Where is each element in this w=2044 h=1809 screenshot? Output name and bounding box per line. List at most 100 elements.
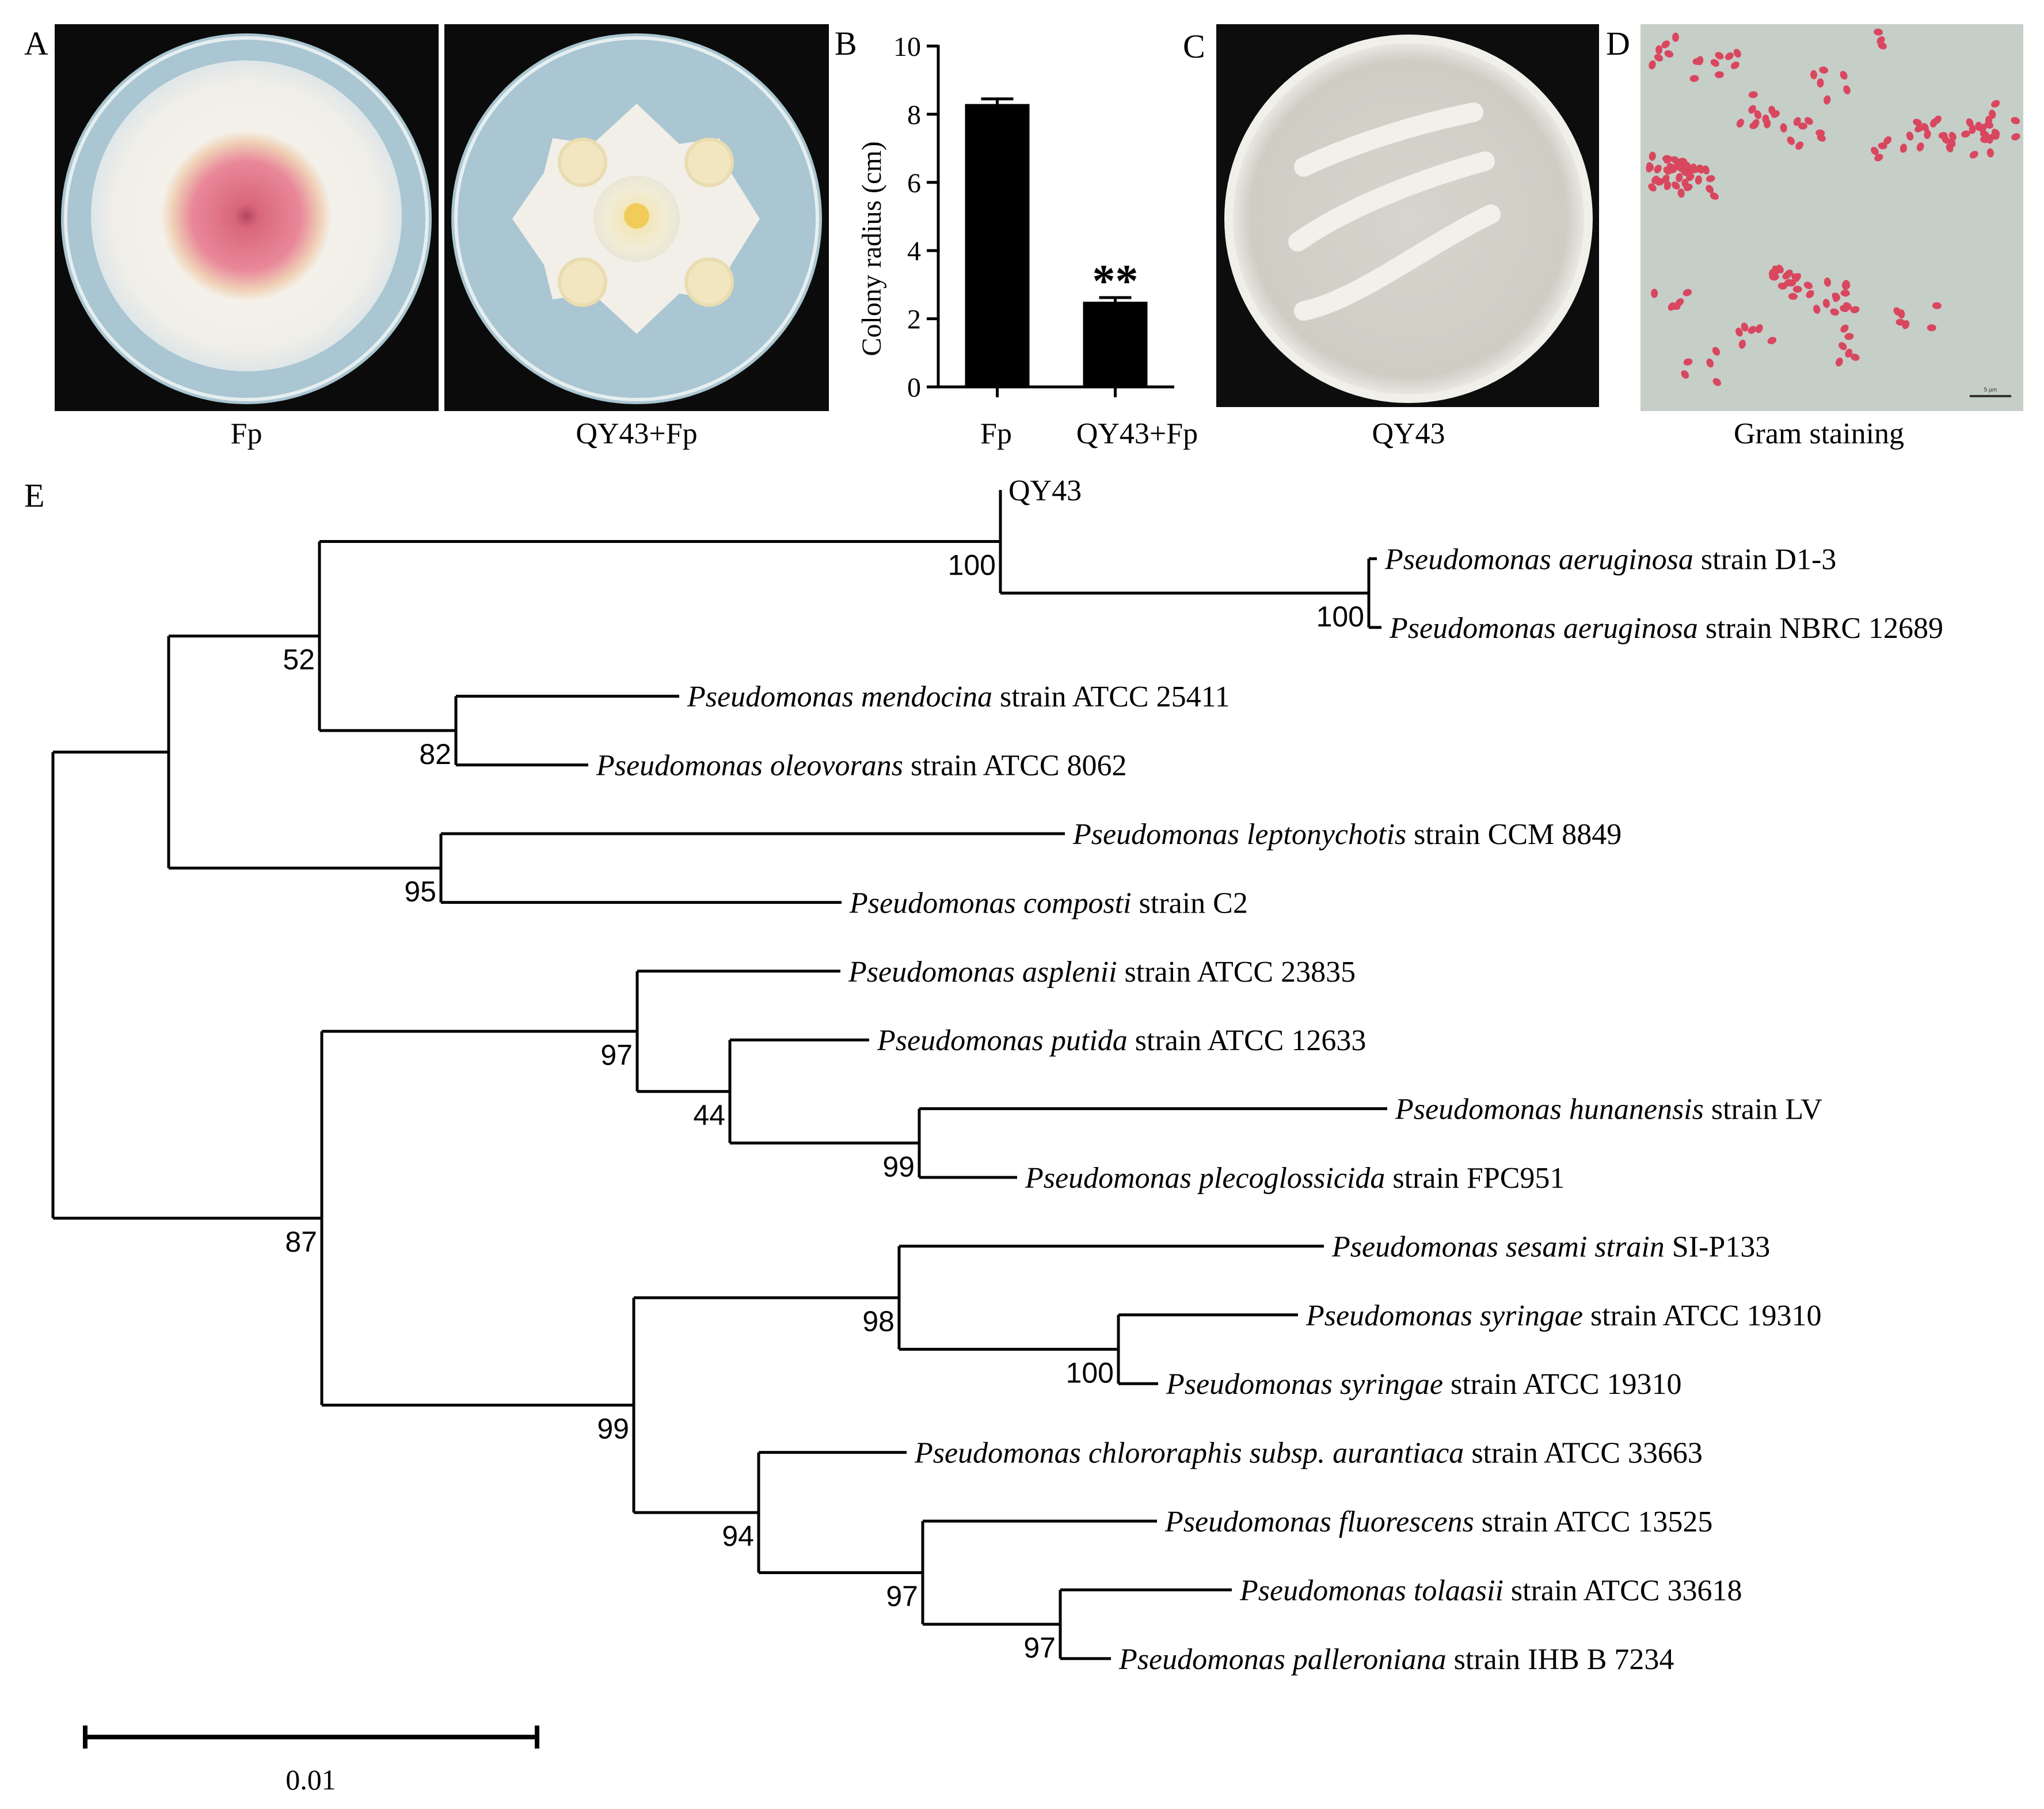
stained-bacteria: [1646, 28, 2020, 386]
bacterium-cell: [1787, 136, 1795, 145]
y-tick-label: 2: [907, 305, 921, 335]
bacterium-cell: [1736, 119, 1744, 128]
bacterium-cell: [1741, 322, 1749, 332]
bacterium-cell: [1725, 52, 1734, 60]
x-tick-label: Fp: [980, 417, 1012, 450]
bacterium-cell: [1712, 347, 1721, 356]
panel-letter-a: A: [24, 25, 48, 62]
bacterium-cell: [1819, 66, 1829, 74]
bootstrap-value: 98: [862, 1305, 895, 1337]
bacterium-cell: [1681, 178, 1689, 188]
bacterium-cell: [1845, 348, 1853, 358]
bacterium-cell: [1815, 129, 1825, 136]
bacterium-cell: [1844, 333, 1854, 340]
tree-leaf-label: Pseudomonas leptonychotis strain CCM 884…: [1072, 818, 1622, 851]
bacterium-cell: [1906, 131, 1914, 141]
bacterium-cell: [1792, 273, 1802, 282]
bacterium-cell: [1900, 143, 1907, 153]
bacterium-cell: [1771, 110, 1780, 118]
bacterium-cell: [1839, 342, 1847, 351]
bacterium-cell: [1795, 141, 1803, 150]
bacterium-cell: [1961, 130, 1970, 138]
bacterium-cell: [1661, 40, 1670, 48]
bacterium-cell: [1850, 306, 1860, 314]
bacterium-cell: [1735, 328, 1743, 337]
bacterium-cell: [1969, 150, 1978, 159]
bacterium-cell: [1840, 290, 1850, 297]
bootstrap-value: 99: [597, 1413, 629, 1445]
bacterium-cell: [1767, 337, 1777, 344]
bacterial-spot: [684, 257, 734, 307]
bacterium-cell: [1671, 181, 1680, 190]
bacterium-cell: [1672, 32, 1679, 42]
bootstrap-value: 82: [419, 738, 451, 770]
bacterium-cell: [1649, 60, 1656, 70]
tree-leaf-label: Pseudomonas palleroniana strain IHB B 72…: [1118, 1643, 1674, 1676]
bacterium-cell: [1817, 78, 1824, 88]
bacterium-cell: [1762, 114, 1769, 124]
bacterium-cell: [1895, 318, 1905, 326]
significance-marker: **: [1093, 256, 1139, 307]
panel-letter-d: D: [1606, 25, 1630, 62]
bacterium-cell: [1948, 132, 1957, 141]
bacterium-cell: [1948, 138, 1956, 148]
bacterium-cell: [1898, 309, 1905, 319]
bacterium-cell: [1683, 358, 1693, 366]
bacterium-cell: [1871, 146, 1879, 155]
bacterium-cell: [1784, 279, 1793, 287]
tree-leaf-label: Pseudomonas oleovorans strain ATCC 8062: [596, 750, 1127, 782]
bacterium-cell: [1792, 286, 1802, 293]
bacterium-cell: [1664, 181, 1672, 191]
label-qy43-fp: QY43+Fp: [576, 417, 697, 450]
bacterium-cell: [1755, 324, 1763, 333]
tree-leaf-label: Pseudomonas tolaasii strain ATCC 33618: [1239, 1574, 1742, 1607]
bacterium-cell: [1784, 269, 1793, 278]
tree-leaf-label: Pseudomonas plecoglossicida strain FPC95…: [1025, 1162, 1565, 1195]
y-axis-label: Colony radius (cm): [857, 141, 887, 356]
tree-scale-label: 0.01: [286, 1764, 336, 1796]
bacterium-cell: [1749, 121, 1758, 130]
micrograph-gram-staining: [1640, 24, 2023, 411]
micrograph-scale-label: 5 µm: [1984, 387, 1997, 393]
bacterium-cell: [1664, 50, 1674, 58]
bacterium-cell: [1992, 128, 2000, 137]
bacterium-cell: [1991, 100, 2000, 108]
bacterium-cell: [1748, 105, 1756, 114]
bacterium-cell: [1695, 175, 1702, 185]
bacterium-cell: [1832, 292, 1840, 302]
bacterium-cell: [1933, 115, 1942, 124]
bootstrap-value: 87: [285, 1226, 317, 1258]
bacterium-cell: [2011, 117, 2020, 124]
bacterium-cell: [1942, 135, 1950, 144]
bacterium-cell: [1738, 339, 1746, 349]
panel-d: D 5 µm Gram staining: [1606, 24, 2023, 450]
label-qy43: QY43: [1372, 417, 1445, 450]
tree-leaf-label: Pseudomonas aeruginosa strain NBRC 12689: [1389, 612, 1943, 645]
bacterium-cell: [1654, 165, 1662, 174]
bacterium-cell: [1663, 166, 1672, 175]
bacterium-cell: [1979, 124, 1987, 133]
bacterium-cell: [1840, 305, 1849, 313]
petri-dish-fp: [61, 33, 432, 404]
bacterium-cell: [1927, 324, 1936, 332]
tree-leaf-label: Pseudomonas putida strain ATCC 12633: [877, 1024, 1366, 1057]
bacterium-cell: [1921, 123, 1929, 132]
bacterium-cell: [1830, 308, 1840, 316]
bacterial-spot: [558, 257, 607, 307]
tree-leaf-label: Pseudomonas aeruginosa strain D1-3: [1384, 543, 1836, 576]
bacterium-cell: [1689, 163, 1697, 173]
bacterium-cell: [1733, 48, 1741, 58]
bacterium-cell: [1651, 176, 1659, 184]
bootstrap-value: 94: [722, 1520, 754, 1552]
tree-leaf-label: Pseudomonas hunanensis strain LV: [1395, 1093, 1822, 1126]
bacterium-cell: [1883, 136, 1892, 145]
bacterium-cell: [1874, 28, 1883, 36]
bacterium-cell: [1683, 288, 1692, 297]
bacterium-cell: [1655, 45, 1663, 55]
bacterial-spot: [558, 138, 607, 187]
tree-leaf-label: Pseudomonas chlororaphis subsp. aurantia…: [914, 1437, 1703, 1470]
label-gram-staining: Gram staining: [1734, 417, 1904, 450]
bacterium-cell: [1986, 148, 1994, 158]
bacterium-cell: [1850, 354, 1860, 361]
bacterium-cell: [1715, 71, 1724, 78]
